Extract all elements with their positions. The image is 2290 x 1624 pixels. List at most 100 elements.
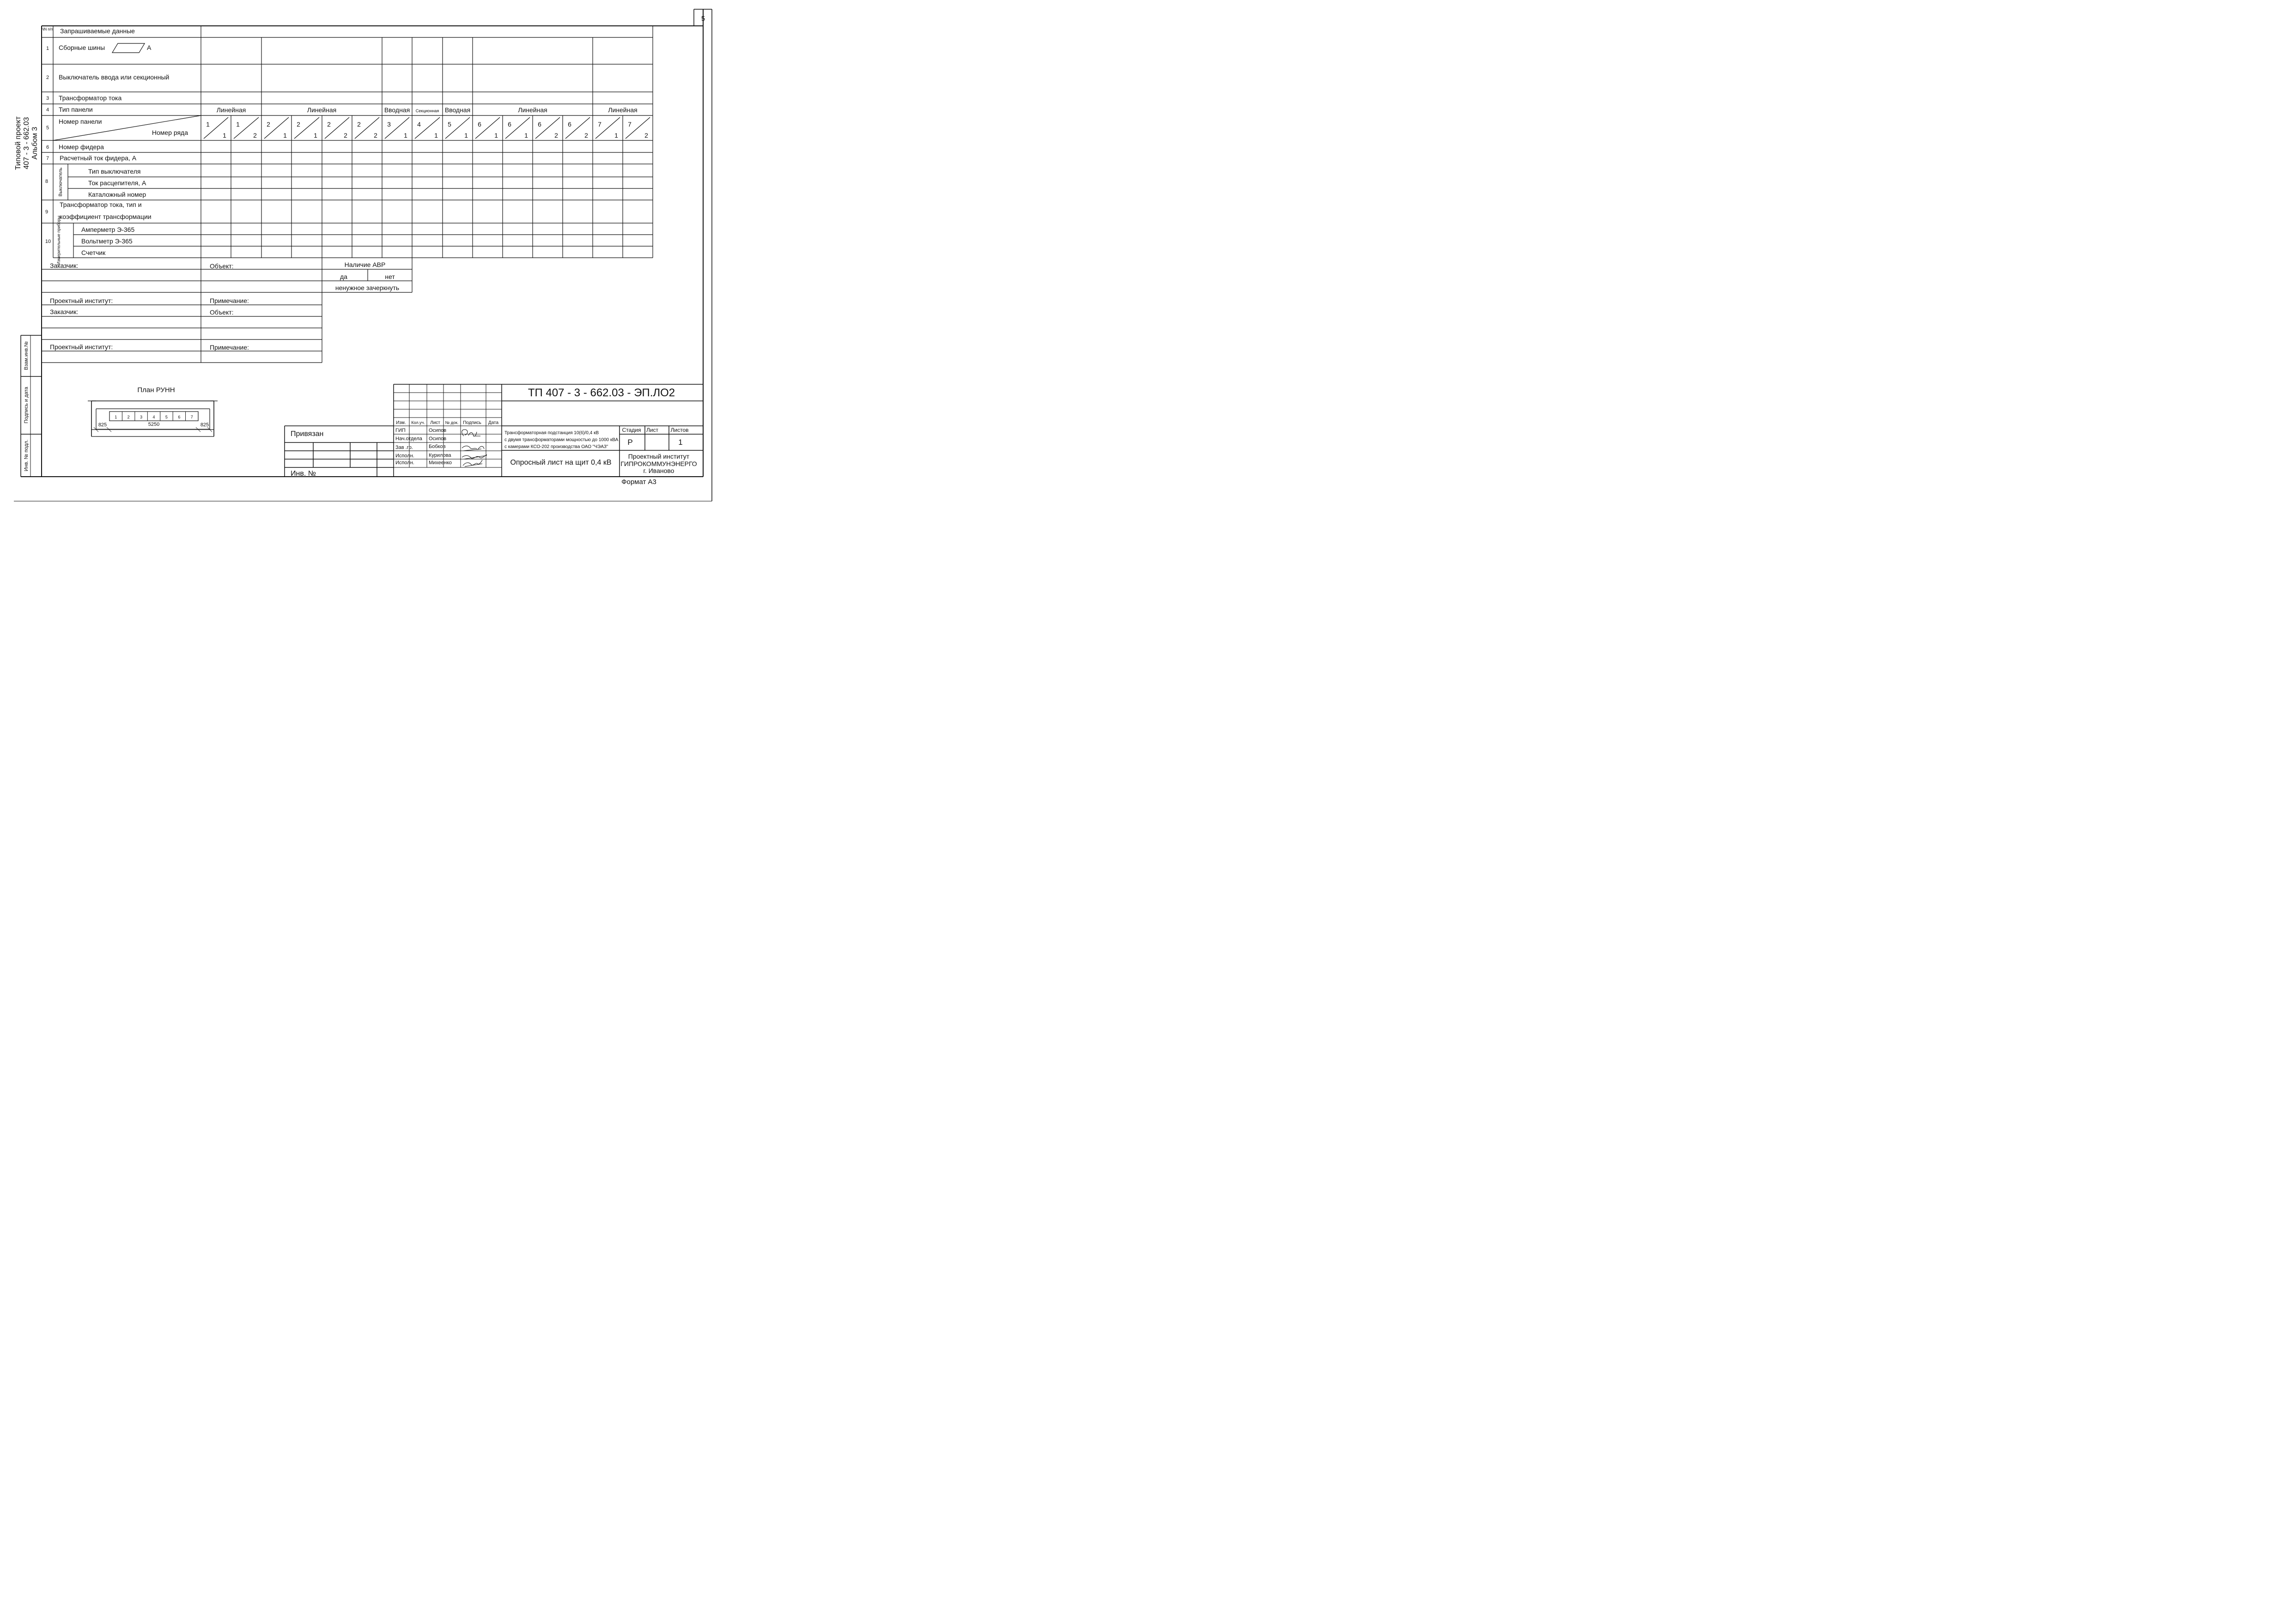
questionnaire-table (41, 25, 653, 258)
side-project-label: Типовой проект 407 - 3 - 662.03 Альбом 3 (14, 116, 39, 170)
panel-cell-diagonal (354, 117, 380, 139)
panel-cell-diagonal (505, 117, 530, 139)
svg-text:№ док.: № док. (445, 420, 459, 425)
row-number: 1 (614, 132, 618, 139)
panel-number: 6 (508, 121, 511, 128)
order-form-labels: Заказчик: Объект: Наличие АВР да нет нен… (50, 261, 399, 351)
svg-text:9: 9 (45, 209, 48, 215)
panel-type: Линейная (217, 106, 246, 114)
panel-type: Вводная (445, 106, 470, 114)
panel-cell-diagonal (203, 117, 229, 139)
row-number: 1 (283, 132, 287, 139)
plan-cell-number: 4 (152, 415, 155, 419)
svg-text:Стадия: Стадия (622, 427, 641, 433)
svg-text:Проектный институт:: Проектный институт: (50, 343, 113, 351)
svg-text:да: да (340, 273, 347, 280)
side-stamp-labels: Взам.инв.№ Подпись и дата Инв. № подл. (24, 341, 29, 471)
svg-text:Бобков: Бобков (429, 444, 446, 449)
panel-number: 2 (327, 121, 331, 128)
row-number: 2 (554, 132, 558, 139)
svg-text:5: 5 (46, 125, 49, 131)
svg-text:5250: 5250 (148, 422, 159, 427)
panel-number: 3 (387, 121, 391, 128)
svg-text:2: 2 (46, 75, 49, 80)
svg-text:Заказчик:: Заказчик: (50, 308, 78, 315)
plan-cell-number: 1 (115, 415, 117, 419)
row-number: 1 (434, 132, 438, 139)
svg-text:с камерами КСО-202 производств: с камерами КСО-202 производства ОАО "ЧЭА… (504, 444, 608, 449)
panel-number: 2 (297, 121, 300, 128)
svg-text:Инв. №: Инв. № (291, 470, 316, 478)
svg-text:Изм.: Изм. (396, 420, 406, 425)
plan-cell-number: 3 (140, 415, 142, 419)
row-number: 1 (314, 132, 317, 139)
svg-text:Примечание:: Примечание: (210, 297, 249, 304)
panel-number: 6 (568, 121, 571, 128)
row-number: 2 (344, 132, 347, 139)
panel-number: 2 (267, 121, 270, 128)
title-block-text: ТП 407 - 3 - 662.03 - ЭП.ЛО2 Изм. Кол.уч… (291, 387, 697, 478)
header-label: Запрашиваемые данные (60, 27, 135, 35)
svg-text:Трансформатор тока: Трансформатор тока (59, 94, 121, 102)
questionnaire-labels: NN п/п Запрашиваемые данные 1 Сборные ши… (42, 27, 188, 265)
svg-text:825: 825 (200, 422, 209, 428)
panel-number: 1 (206, 121, 210, 128)
svg-text:Листов: Листов (671, 427, 689, 433)
svg-text:Курилова: Курилова (429, 453, 451, 458)
panel-number: 6 (538, 121, 541, 128)
panel-cell-diagonal (595, 117, 620, 139)
panel-number: 7 (598, 121, 601, 128)
header-num: NN п/п (42, 27, 53, 31)
row-number: 1 (464, 132, 468, 139)
svg-text:Измерительные приборы: Измерительные приборы (56, 216, 61, 265)
svg-text:Подпись: Подпись (463, 420, 481, 425)
busbar-symbol (111, 43, 146, 53)
svg-text:Подпись и дата: Подпись и дата (24, 387, 29, 424)
row-number: 1 (223, 132, 226, 139)
panel-type: Линейная (307, 106, 336, 114)
svg-text:Исполн.: Исполн. (395, 460, 414, 466)
panel-cell-diagonal (475, 117, 500, 139)
panel-cell-diagonal (414, 117, 440, 139)
svg-text:с двумя трансформаторами мощно: с двумя трансформаторами мощностью до 10… (504, 437, 619, 442)
svg-text:1: 1 (678, 438, 682, 447)
panel-type: Линейная (518, 106, 547, 114)
panel-number: 6 (478, 121, 481, 128)
row-busbar: Сборные шины (59, 44, 105, 51)
panel-number: 5 (448, 121, 451, 128)
svg-text:Тип выключателя: Тип выключателя (88, 168, 140, 175)
svg-text:А: А (147, 44, 152, 51)
svg-text:Тип панели: Тип панели (59, 106, 93, 113)
svg-text:Объект:: Объект: (210, 309, 234, 316)
row-number: 2 (374, 132, 377, 139)
panel-cell-diagonal (445, 117, 470, 139)
svg-text:4: 4 (46, 107, 49, 113)
svg-text:Р: Р (627, 438, 632, 447)
svg-text:Лист: Лист (430, 420, 440, 425)
svg-text:Трансформаторная подстанция 10: Трансформаторная подстанция 10(6)/0,4 кВ (504, 430, 599, 436)
svg-text:г. Иваново: г. Иваново (644, 467, 674, 474)
svg-text:Альбом 3: Альбом 3 (31, 127, 39, 160)
svg-text:Выключатель ввода или секционн: Выключатель ввода или секционный (59, 73, 169, 81)
panel-cell-diagonal (535, 117, 560, 139)
svg-text:Лист: Лист (646, 427, 659, 433)
svg-text:Дата: Дата (488, 420, 499, 425)
signatures (462, 429, 487, 467)
svg-text:Зав .гр.: Зав .гр. (395, 445, 413, 450)
svg-text:Инв. № подл.: Инв. № подл. (24, 440, 29, 472)
svg-text:Наличие АВР: Наличие АВР (345, 261, 386, 268)
row-number: 2 (253, 132, 257, 139)
svg-text:407 - 3 - 662.03: 407 - 3 - 662.03 (23, 117, 30, 169)
plan-cell-number: 5 (165, 415, 168, 419)
svg-text:Каталожный номер: Каталожный номер (88, 191, 146, 198)
panel-cell-diagonal (565, 117, 590, 139)
svg-text:Нач.отдела: Нач.отдела (395, 436, 423, 442)
svg-text:Осипов: Осипов (429, 436, 446, 442)
document-code: ТП 407 - 3 - 662.03 - ЭП.ЛО2 (528, 387, 675, 399)
row-number: 1 (494, 132, 498, 139)
svg-text:10: 10 (45, 239, 51, 244)
title-block (284, 384, 703, 477)
svg-text:ГИП: ГИП (395, 428, 406, 433)
svg-text:8: 8 (45, 179, 48, 184)
panel-type: Линейная (608, 106, 637, 114)
